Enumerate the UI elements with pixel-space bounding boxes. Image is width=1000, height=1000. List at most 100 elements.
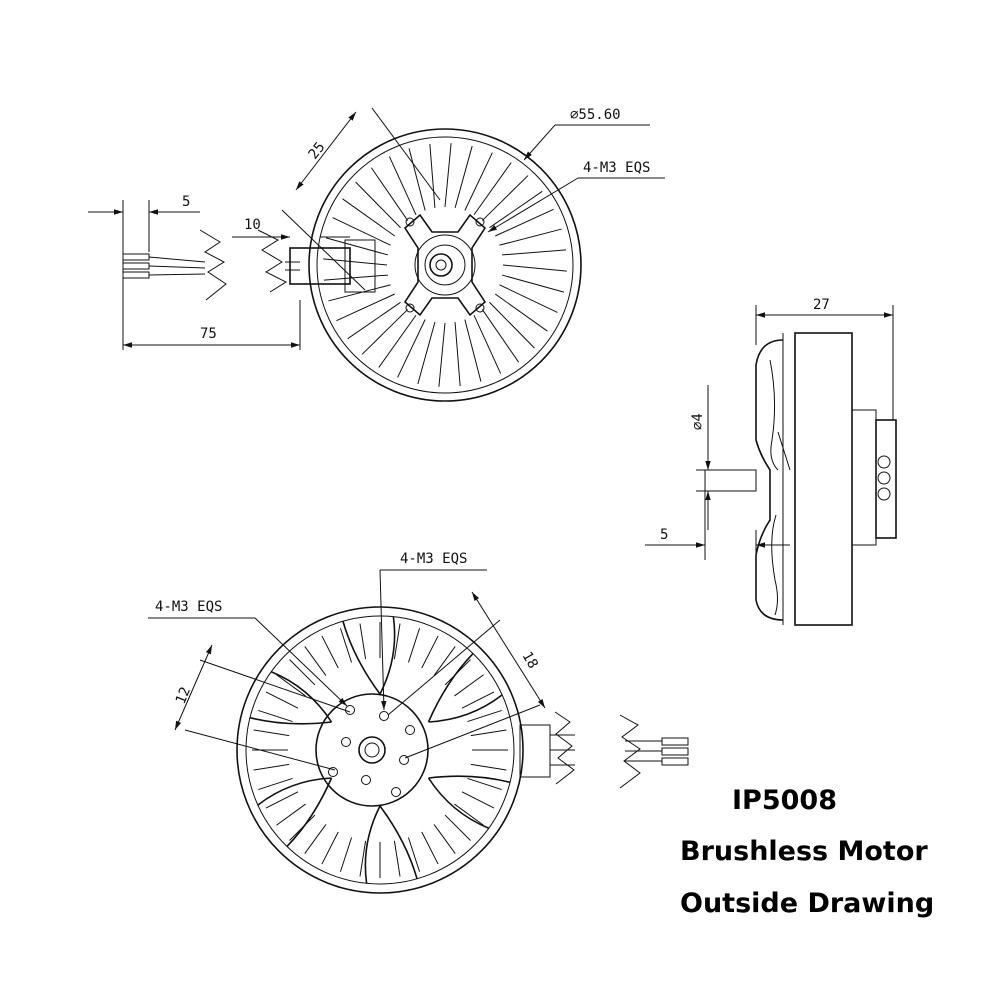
bottom-fin [359,623,367,660]
bottom-fin [470,763,507,771]
top-fin [325,237,389,256]
top-fin [323,258,388,266]
bottom-fin [253,729,290,737]
bottom-fin [393,623,401,660]
top-fin [489,190,543,229]
bottom-fin [407,628,421,663]
dim-label-shaft: ∅4 [690,413,706,430]
bottom-fin [454,674,484,697]
bottom-fin [470,729,507,737]
top-fin [332,217,391,246]
model-title: IP5008 [732,785,837,816]
bottom-fin [276,803,306,826]
top-fin [495,208,554,237]
side-fin-profile [769,359,779,471]
side-rotor-can [794,332,853,626]
bottom-cooling-fins [252,622,508,878]
bottom-spoke [342,616,396,695]
top-cooling-fins [323,143,567,387]
dim-label-12: 12 [173,685,194,707]
bottom-fin [359,840,367,877]
top-fin [464,152,493,211]
bottom-fin [276,674,306,697]
bottom-fin [421,831,439,865]
top-mount-hole [405,303,415,313]
top-fin [361,309,409,355]
dim-label-diameter: ∅55.60 [570,107,621,123]
top-cable-housing [344,239,376,293]
bottom-fin [258,709,293,723]
bottom-shaft-inner [364,742,380,758]
bottom-fin [265,791,299,809]
dim-label-5-side: 5 [660,527,668,543]
top-view: 5 10 75 25 ∅55.60 4-M3 EQS [88,107,665,402]
bottom-fin [454,803,484,826]
top-cable-sleeve [289,247,351,285]
bottom-spoke [364,805,418,884]
top-break-line [257,229,288,293]
bottom-fin [433,646,456,676]
top-fin [408,148,426,211]
top-cross-mount [403,213,487,317]
top-fin [397,319,426,378]
top-fin [388,156,417,215]
bottom-fin [289,659,316,686]
dim-label-holes-left: 4-M3 EQS [155,599,222,615]
top-fin [502,264,567,272]
bottom-mount-hole [328,767,338,777]
bottom-fin [461,791,495,809]
top-mount-hole [405,217,415,227]
dim-label-5: 5 [182,194,190,210]
drawing-subtitle-1: Brushless Motor [680,836,928,867]
dim-label-27: 27 [813,297,830,313]
drawing-subtitle-2: Outside Drawing [680,888,935,919]
bottom-fin [304,646,327,676]
bottom-mount-hole [399,755,409,765]
top-fin [342,198,396,237]
bottom-hub [315,693,429,807]
dim-label-10: 10 [244,217,261,233]
bottom-fin [433,824,456,854]
top-fin [454,322,461,387]
top-fin [438,322,446,387]
bottom-mount-hole [341,737,351,747]
side-stator-profile [755,339,784,621]
bottom-fin [304,824,327,854]
top-wire-stub [122,271,150,279]
dim-label-holes: 4-M3 EQS [583,160,650,176]
bottom-outer-ring [236,606,524,894]
top-inner-ring [316,136,574,394]
top-fin [501,274,565,293]
top-fin [444,143,452,208]
bottom-break-line [554,711,575,785]
top-fin [494,293,548,332]
side-fin-profile [771,514,778,616]
side-connector-block [851,409,877,546]
top-outer-ring [308,128,582,402]
top-fin [417,321,436,385]
bottom-fin [407,837,421,872]
side-wire-end [877,487,891,501]
bottom-fin [467,709,502,723]
top-break-line [199,229,227,301]
top-fin [464,319,482,382]
top-fin [481,175,529,221]
bottom-cable-housing [519,724,551,778]
top-fin [489,301,535,349]
top-fin [429,143,436,208]
top-fin [347,301,401,340]
bottom-mount-hole [391,787,401,797]
top-fin [328,284,391,302]
top-bearing-ring [414,234,476,296]
bottom-mount-hole [361,775,371,785]
bottom-wire-stub [661,747,689,756]
top-fin [473,162,512,216]
top-fin [481,309,520,363]
bottom-shaft-outer [358,736,386,764]
bottom-fin [393,840,401,877]
bottom-fin [321,635,339,669]
dim-label-75: 75 [200,326,217,342]
bottom-fin [339,837,353,872]
bottom-view: 4-M3 EQS 4-M3 EQS 12 18 [148,551,689,894]
